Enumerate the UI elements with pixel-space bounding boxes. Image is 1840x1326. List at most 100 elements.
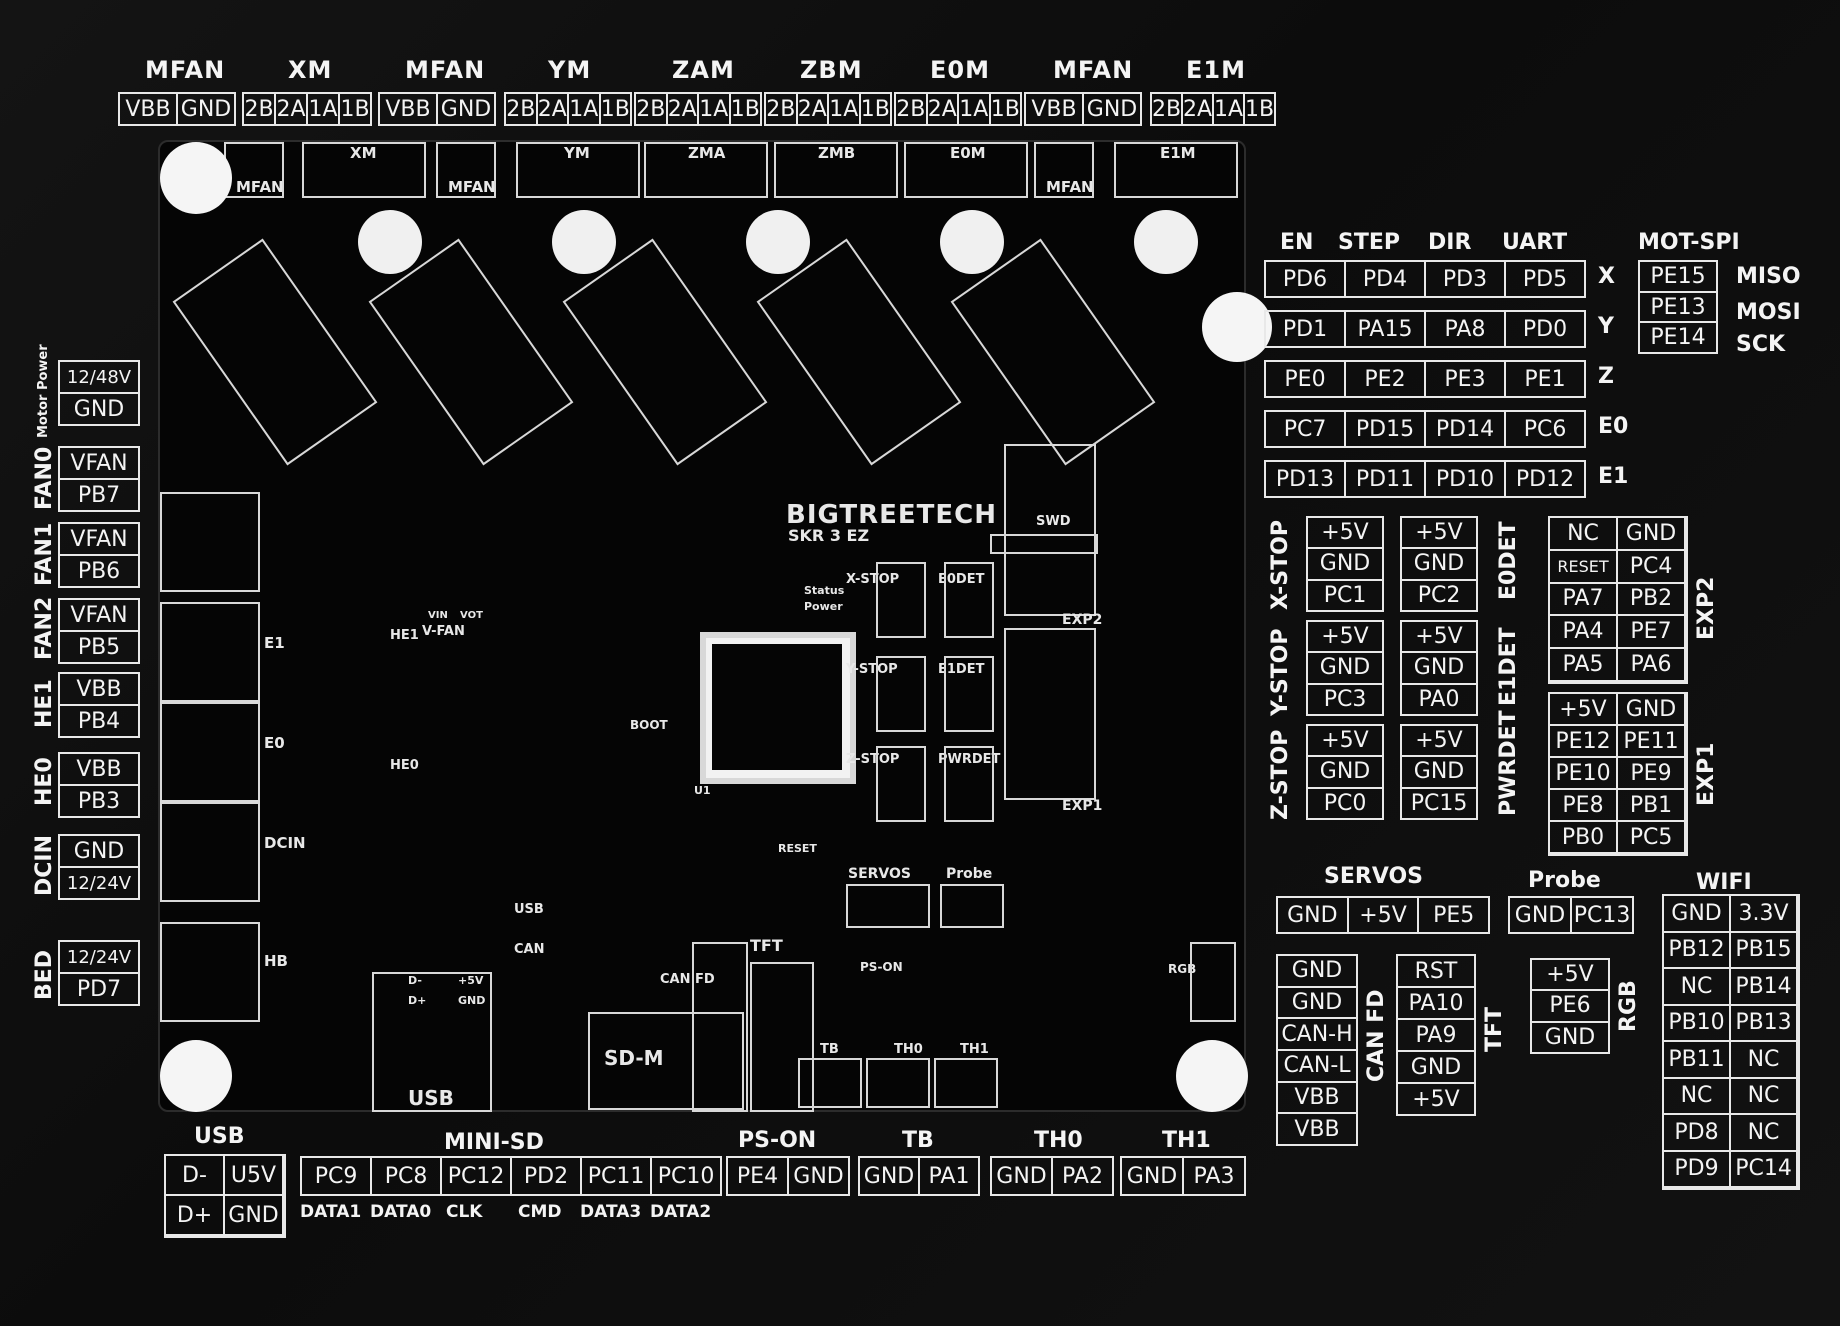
mfan-connector [1034,142,1094,198]
fan1-title: FAN1 [32,522,57,586]
pin: PC6 [1523,416,1567,442]
tb-connector [798,1058,862,1108]
axis-label: Y [1598,314,1614,339]
th0-pins: GND PA2 [990,1156,1114,1196]
fan0-pins: VFAN PB7 [58,446,140,512]
pin: PA9 [1398,1020,1474,1052]
pin: +5V [1412,1086,1460,1112]
driver-socket-x [172,238,378,466]
he0-title: HE0 [32,757,57,806]
dminus-label: D- [408,974,422,987]
top-xm-pins: 2B 2A 1A 1B [242,92,372,126]
pin: PD11 [1346,462,1426,496]
th0-connector [866,1058,930,1108]
pin: +5V [1308,622,1382,654]
sd-signal: CLK [446,1202,483,1222]
pin: GND [1308,653,1382,685]
pin: PE0 [1266,362,1346,396]
pin: PC12 [442,1158,512,1194]
conn-label: MFAN [1046,178,1094,196]
pin: 12/24V [60,942,138,974]
pin: 12/48V [60,362,138,394]
e0-label: E0 [264,734,285,752]
top-title-e0m: E0M [930,56,990,84]
wifi-pins: GND 3.3V PB12 PB15 NC PB14 PB10 PB13 PB1… [1662,894,1800,1190]
ystop-board-label: Y-STOP [846,662,898,677]
pin: GND [992,1158,1053,1194]
pin: +5V [1308,518,1382,550]
sd-signal: DATA3 [580,1202,642,1222]
usb-select-label: USB [514,902,544,917]
top-e1m-pins: 2B 2A 1A 1B [1150,92,1276,126]
pin: PA0 [1418,686,1460,712]
pin: PE10 [1550,758,1618,790]
mot-spi-title: MOT-SPI [1638,230,1740,255]
servos-pins: GND +5V PE5 [1276,896,1490,934]
pin: PD6 [1266,262,1346,296]
pin: 1B [730,96,760,122]
pin: GND [1402,549,1476,581]
probe-connector [940,884,1004,928]
pin: 1B [990,96,1020,122]
sck-label: SCK [1736,332,1786,357]
pin: PE2 [1346,362,1426,396]
minisd-pins: PC9 PC8 PC12 PD2 PC11 PC10 [300,1156,722,1196]
pson-board-label: PS-ON [860,960,903,974]
pin: PA10 [1398,988,1474,1020]
xstop-pins: +5V GND PC1 [1306,516,1384,612]
sd-slot [588,1012,744,1110]
vot-label: VOT [460,610,483,621]
pin: PB11 [1664,1042,1731,1079]
pin: VBB [380,94,438,124]
top-title-xm: XM [288,56,333,84]
tft-pins: RST PA10 PA9 GND +5V [1396,954,1476,1116]
top-mfan-3-pins: VBB GND [1024,92,1142,126]
pin: CAN-L [1278,1051,1356,1083]
pin: PE6 [1532,991,1608,1023]
mounting-hole [160,1040,232,1112]
axis-label: E0 [1598,414,1629,439]
he1-terminal [160,602,260,702]
pin: GND [1122,1158,1184,1194]
pin: PD13 [1266,462,1346,496]
fan2-title: FAN2 [32,596,57,660]
motor-power-pins: 12/48V GND [58,360,140,426]
fan1-pins: VFAN PB6 [58,522,140,588]
sd-signal: DATA0 [370,1202,432,1222]
pin: GND [1402,757,1476,789]
pin: PA6 [1618,649,1686,682]
pin: PD9 [1664,1151,1731,1188]
mosi-label: MOSI [1736,300,1801,325]
exp1-title: EXP1 [1694,742,1719,806]
brand-logo: BIGTREETECH [786,500,997,530]
pin: 1A [829,94,861,124]
pin: +5V [1550,694,1618,726]
pin: 2B [766,94,798,124]
pin: PB2 [1618,583,1686,617]
canfd-board-label: CAN FD [660,972,715,987]
probe-title: Probe [1528,868,1601,893]
e1det-board-label: E1DET [938,662,985,677]
pin: PE1 [1524,366,1566,392]
pwrdet-title: PWRDET [1496,710,1521,816]
pin: 2B [1152,94,1183,124]
pin: PB15 [1731,932,1798,969]
pin: PE12 [1550,726,1618,758]
pin: PA4 [1550,616,1618,650]
canfd-title: CAN FD [1364,989,1389,1082]
pin: PC10 [657,1163,715,1189]
exp1-header [1004,628,1096,800]
pin: PC7 [1266,412,1346,446]
pin: PB12 [1664,932,1731,969]
th1-board-label: TH1 [960,1042,989,1057]
pin: PE5 [1433,902,1475,928]
zstop-title: Z-STOP [1268,729,1293,820]
pin: PE9 [1618,758,1686,790]
pin: +5V [1349,898,1420,932]
conn-label: MFAN [236,178,284,196]
wifi-title: WIFI [1696,870,1752,895]
canfd-connector [692,942,748,1112]
